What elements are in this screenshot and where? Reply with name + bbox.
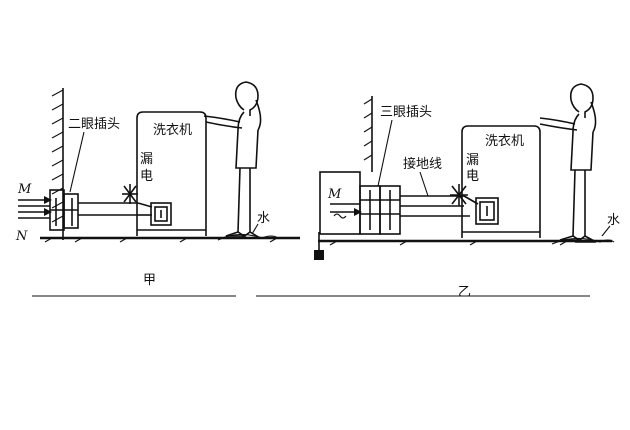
supply-lines-right bbox=[330, 203, 362, 219]
ground-wire-leader-right bbox=[419, 171, 429, 197]
wire-label-n-left: N bbox=[15, 229, 28, 244]
cable-right bbox=[400, 195, 479, 217]
wire-label-m-right: M bbox=[327, 187, 342, 202]
water-puddle-right bbox=[551, 225, 615, 245]
washer-label-right: 洗衣机 bbox=[485, 133, 524, 149]
washer-label-left: 洗衣机 bbox=[153, 122, 192, 138]
washing-machine-right bbox=[461, 125, 541, 238]
leak-label-right-2: 电 bbox=[466, 169, 479, 184]
panel-right: M 洗衣机 漏 电 三眼插头 接地线 bbox=[256, 83, 620, 300]
person-right bbox=[539, 83, 597, 243]
leak-spark-left bbox=[122, 184, 138, 204]
water-label-right: 水 bbox=[607, 213, 620, 228]
person-left bbox=[203, 81, 263, 239]
wall-left bbox=[51, 88, 64, 240]
plug-leader-left bbox=[69, 131, 85, 193]
leak-spark-right bbox=[450, 184, 468, 206]
caption-left: 甲 bbox=[143, 273, 156, 288]
wall-right bbox=[363, 96, 373, 172]
cable-left bbox=[78, 202, 153, 216]
plug-leader-right bbox=[377, 119, 393, 187]
plug-label-left: 二眼插头 bbox=[68, 117, 120, 132]
caption-right: 乙 bbox=[458, 285, 471, 300]
plug-label-right: 三眼插头 bbox=[380, 105, 432, 120]
water-puddle-left bbox=[217, 223, 279, 241]
leak-label-left-2: 电 bbox=[140, 169, 153, 184]
wire-label-m-left: M bbox=[17, 182, 32, 197]
ground-right bbox=[314, 232, 612, 260]
water-label-left: 水 bbox=[257, 211, 270, 226]
panel-left: M N 洗衣机 漏 电 二眼插头 bbox=[15, 81, 300, 297]
ground-wire-label-right: 接地线 bbox=[403, 156, 442, 172]
supply-lines-left bbox=[18, 196, 52, 219]
three-pin-plug-right bbox=[319, 171, 401, 235]
leak-label-left-1: 漏 bbox=[140, 151, 153, 167]
two-pin-plug-left bbox=[49, 189, 79, 231]
leak-label-right-1: 漏 bbox=[466, 152, 479, 168]
